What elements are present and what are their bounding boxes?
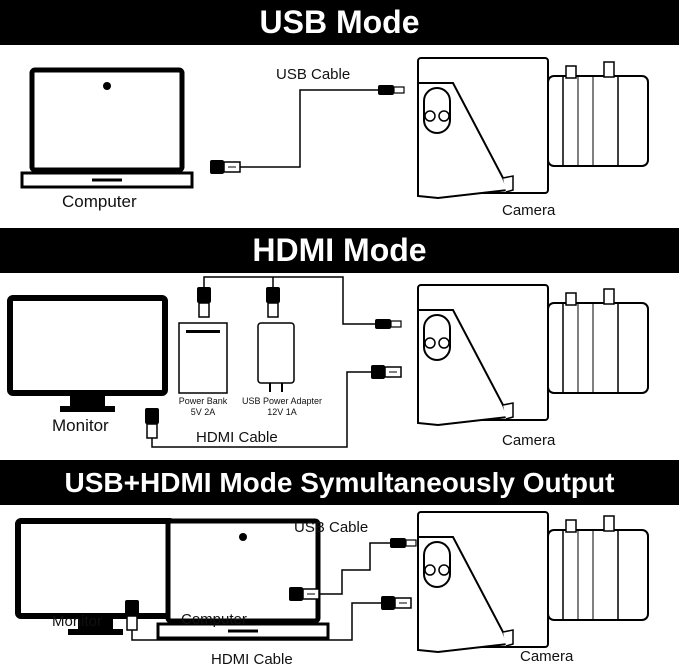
hdmi-mode-section	[10, 276, 649, 448]
hdmi-plug-icon-monitor	[144, 407, 160, 439]
power-adapter-icon	[257, 322, 295, 384]
usb-cable-line	[240, 89, 378, 168]
micro-usb-plug-icon	[377, 84, 405, 96]
camera-icon	[417, 511, 649, 653]
monitor-label: Monitor	[52, 416, 109, 435]
power-adapter-name: USB Power Adapter	[241, 396, 323, 406]
power-bank-name: Power Bank	[178, 396, 228, 406]
usb-plug-icon	[209, 159, 241, 175]
hdmi-cable-label: HDMI Cable	[196, 429, 278, 446]
power-bank-icon	[178, 322, 228, 394]
section-title-hdmi-mode: HDMI Mode	[0, 228, 679, 273]
usb-plug-icon	[288, 586, 320, 602]
power-adapter-spec: 12V 1A	[267, 407, 297, 417]
usb-cable-label: USB Cable	[294, 519, 369, 536]
camera-label: Camera	[520, 648, 574, 665]
hdmi-cable-label: HDMI Cable	[211, 651, 293, 668]
section-title-usb-mode: USB Mode	[0, 0, 679, 45]
hdmi-cable-line	[151, 371, 371, 448]
power-cable-line	[203, 276, 375, 325]
usb-cable-label: USB Cable	[276, 66, 351, 83]
hdmi-plug-icon-camera	[380, 595, 412, 611]
section-title-usb-hdmi-mode: USB+HDMI Mode Symultaneously Output	[0, 460, 679, 505]
camera-icon	[417, 284, 649, 426]
hdmi-plug-icon-camera	[370, 364, 402, 380]
power-bank-label: Power Bank 5V 2A	[172, 396, 234, 418]
computer-label: Computer	[181, 611, 247, 628]
monitor-icon	[10, 298, 165, 412]
usb-mode-section	[22, 57, 649, 199]
camera-icon	[417, 57, 649, 199]
usb-hdmi-mode-section	[18, 511, 649, 653]
power-bank-spec: 5V 2A	[190, 407, 216, 417]
computer-laptop-icon	[22, 70, 192, 187]
camera-label: Camera	[502, 202, 556, 219]
power-adapter-label: USB Power Adapter 12V 1A	[236, 396, 328, 418]
usb-cable-line	[319, 542, 390, 595]
hdmi-plug-icon-monitor	[124, 599, 140, 631]
power-plug-icon	[374, 318, 402, 330]
usb-plug-icon-adapter	[265, 286, 281, 318]
usb-plug-icon-power-bank	[196, 286, 212, 318]
computer-label: Computer	[62, 192, 137, 211]
micro-usb-plug-icon	[389, 537, 417, 549]
monitor-label: Monitor	[52, 613, 103, 630]
camera-label: Camera	[502, 432, 556, 449]
hdmi-cable-line	[131, 602, 381, 641]
